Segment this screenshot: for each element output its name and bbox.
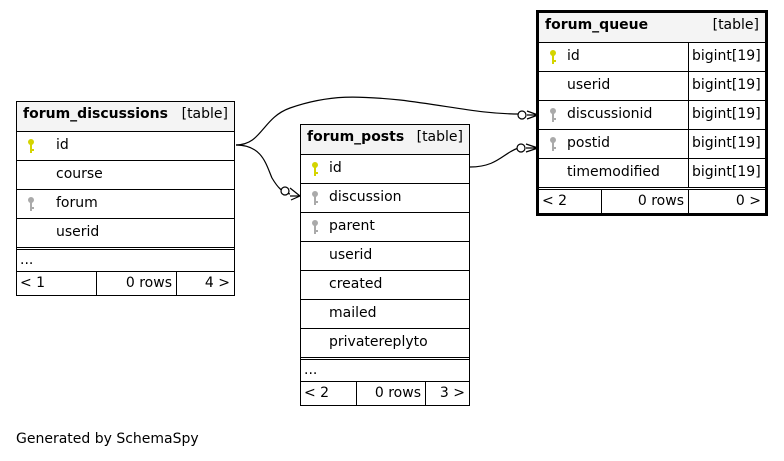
table-kind: [table] bbox=[712, 17, 759, 33]
column-type: bigint[19] bbox=[688, 72, 765, 100]
edge-discussions-to-posts-crowfoot bbox=[289, 187, 301, 201]
column-row: id bigint[19] bbox=[539, 42, 765, 71]
table-name: forum_discussions bbox=[23, 106, 168, 122]
column-type: bigint[19] bbox=[688, 130, 765, 158]
column-name: userid bbox=[567, 77, 611, 93]
table-name: forum_posts bbox=[307, 129, 405, 145]
column-row: discussionid bigint[19] bbox=[539, 100, 765, 129]
column-row: id bbox=[17, 131, 234, 160]
column-name: parent bbox=[329, 218, 375, 234]
row-count: 0 rows bbox=[356, 382, 425, 405]
column-name: userid bbox=[329, 247, 373, 263]
column-name: timemodified bbox=[567, 164, 660, 180]
more-columns: ... bbox=[304, 362, 318, 378]
children-count: 0 > bbox=[688, 190, 765, 213]
primary-key-icon bbox=[28, 139, 34, 153]
table-header: forum_queue [table] bbox=[539, 13, 765, 42]
foreign-key-icon bbox=[550, 137, 556, 151]
column-row: timemodified bigint[19] bbox=[539, 158, 765, 187]
primary-key-icon bbox=[312, 162, 318, 176]
column-name: id bbox=[56, 137, 69, 153]
column-row: forum bbox=[17, 189, 234, 218]
column-name: forum bbox=[56, 195, 98, 211]
foreign-key-icon bbox=[28, 197, 34, 211]
column-row: course bbox=[17, 160, 234, 189]
column-row: userid bigint[19] bbox=[539, 71, 765, 100]
column-name: mailed bbox=[329, 305, 377, 321]
ellipsis-row: ... bbox=[17, 247, 234, 271]
table-kind: [table] bbox=[181, 106, 228, 122]
column-row: created bbox=[301, 270, 469, 299]
table-forum-queue[interactable]: forum_queue [table] id bigint[19] userid… bbox=[536, 10, 768, 216]
table-header: forum_posts [table] bbox=[301, 125, 469, 154]
column-name: id bbox=[567, 48, 580, 64]
table-kind: [table] bbox=[416, 129, 463, 145]
row-count: 0 rows bbox=[96, 272, 176, 295]
column-name: created bbox=[329, 276, 383, 292]
column-row: parent bbox=[301, 212, 469, 241]
table-forum-posts[interactable]: forum_posts [table] id discussion parent… bbox=[300, 124, 470, 406]
edge-discussions-to-queue bbox=[235, 96, 521, 146]
column-name: discussionid bbox=[567, 106, 653, 122]
children-count: 4 > bbox=[176, 272, 234, 295]
table-forum-discussions[interactable]: forum_discussions [table] id course foru… bbox=[16, 101, 235, 296]
foreign-key-icon bbox=[550, 108, 556, 122]
column-row: id bbox=[301, 154, 469, 183]
table-footer: < 1 0 rows 4 > bbox=[17, 271, 234, 295]
column-name: discussion bbox=[329, 189, 402, 205]
parents-count: < 2 bbox=[304, 385, 330, 401]
column-name: course bbox=[56, 166, 103, 182]
ellipsis-row: ... bbox=[301, 357, 469, 381]
column-name: postid bbox=[567, 135, 611, 151]
edge-posts-to-queue-end bbox=[516, 143, 526, 153]
table-footer: < 2 0 rows 3 > bbox=[301, 381, 469, 405]
generated-by-label: Generated by SchemaSpy bbox=[16, 431, 199, 447]
primary-key-icon bbox=[550, 50, 556, 64]
column-name: userid bbox=[56, 224, 100, 240]
table-name: forum_queue bbox=[545, 17, 649, 33]
column-type: bigint[19] bbox=[688, 101, 765, 129]
column-name: privatereplyto bbox=[329, 334, 428, 350]
more-columns: ... bbox=[20, 252, 34, 268]
column-type: bigint[19] bbox=[688, 43, 765, 71]
foreign-key-icon bbox=[312, 191, 318, 205]
column-row: userid bbox=[301, 241, 469, 270]
column-row: postid bigint[19] bbox=[539, 129, 765, 158]
table-footer: < 2 0 rows 0 > bbox=[539, 187, 765, 213]
edge-discussions-to-posts bbox=[235, 144, 291, 195]
parents-count: < 2 bbox=[542, 193, 568, 209]
parents-count: < 1 bbox=[20, 275, 46, 291]
edge-posts-to-queue bbox=[469, 147, 521, 168]
column-row: privatereplyto bbox=[301, 328, 469, 357]
column-row: mailed bbox=[301, 299, 469, 328]
column-row: discussion bbox=[301, 183, 469, 212]
children-count: 3 > bbox=[425, 382, 469, 405]
row-count: 0 rows bbox=[601, 190, 688, 213]
table-header: forum_discussions [table] bbox=[17, 102, 234, 131]
column-type: bigint[19] bbox=[688, 159, 765, 187]
column-row: userid bbox=[17, 218, 234, 247]
edge-discussions-to-posts-end bbox=[280, 186, 290, 196]
column-name: id bbox=[329, 160, 342, 176]
edge-discussions-to-queue-end bbox=[517, 110, 527, 120]
foreign-key-icon bbox=[312, 220, 318, 234]
